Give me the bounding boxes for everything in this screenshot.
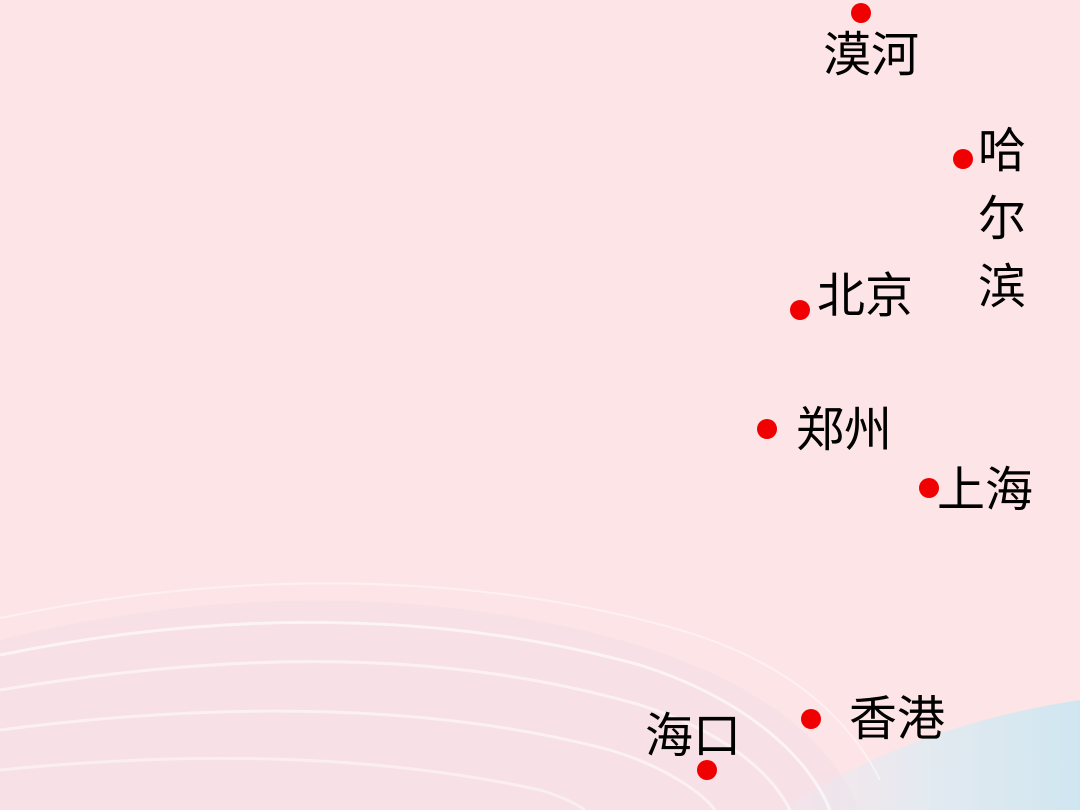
- city-label-beijing: 北京: [817, 268, 914, 324]
- city-label-hongkong: 香港: [849, 691, 946, 747]
- city-label-harbin: 哈尔滨: [978, 123, 1027, 315]
- city-label-mohe: 漠河: [823, 27, 920, 83]
- city-label-zhengzhou: 郑州: [796, 402, 893, 458]
- city-marker-hongkong: [801, 709, 821, 729]
- city-marker-harbin: [953, 149, 973, 169]
- city-marker-haikou: [697, 760, 717, 780]
- city-label-shanghai: 上海: [937, 462, 1034, 518]
- city-marker-beijing: [790, 300, 810, 320]
- city-label-haikou: 海口: [645, 708, 742, 764]
- city-marker-mohe: [851, 3, 871, 23]
- city-marker-zhengzhou: [757, 419, 777, 439]
- city-marker-shanghai: [919, 478, 939, 498]
